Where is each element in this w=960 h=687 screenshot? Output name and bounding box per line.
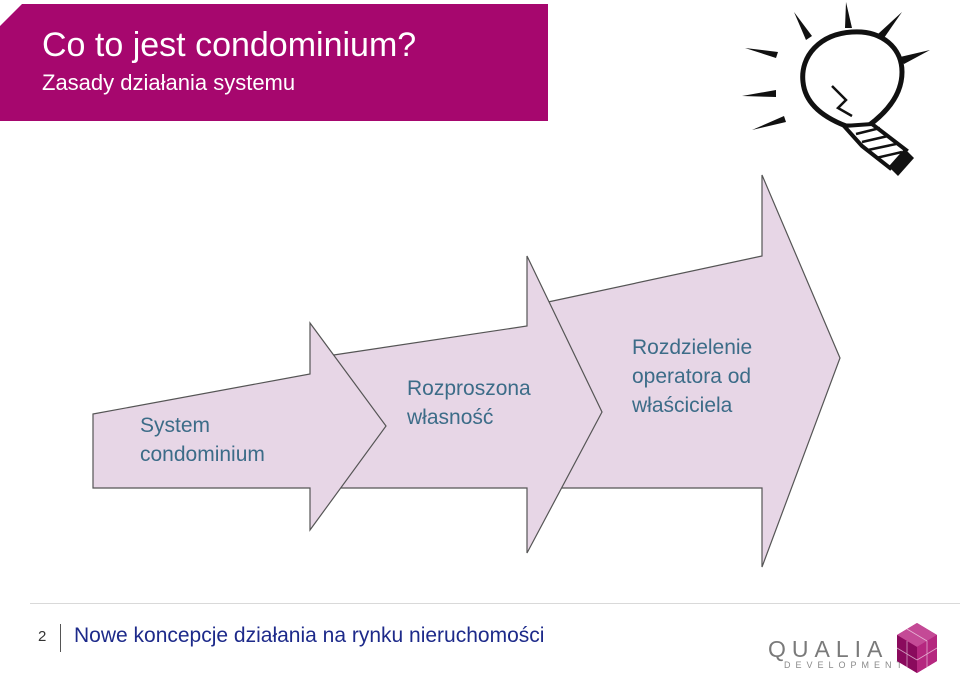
step-3-label: Rozdzielenie operatora od właściciela	[632, 336, 753, 417]
logo-tagline: DEVELOPMENT	[784, 660, 908, 670]
page-title: Co to jest condominium?	[42, 26, 417, 64]
page-subtitle: Zasady działania systemu	[42, 70, 296, 95]
footer-text: Nowe koncepcje działania na rynku nieruc…	[74, 624, 545, 647]
lightbulb-icon	[742, 2, 930, 176]
footer-divider	[60, 624, 61, 652]
footer-separator	[30, 603, 960, 604]
step-2-label: Rozproszona własność	[407, 377, 531, 429]
arrow-step-2	[326, 255, 603, 554]
arrow-step-1	[92, 321, 387, 532]
step-1-label: System condominium	[140, 414, 265, 466]
page-number: 2	[38, 628, 47, 645]
arrow-step-3	[547, 174, 841, 568]
logo-name: QUALIA	[768, 636, 889, 662]
title-banner	[0, 4, 548, 121]
qualia-logo-mark	[896, 623, 938, 673]
title-banner-corner	[0, 4, 22, 26]
process-arrows	[92, 174, 841, 568]
